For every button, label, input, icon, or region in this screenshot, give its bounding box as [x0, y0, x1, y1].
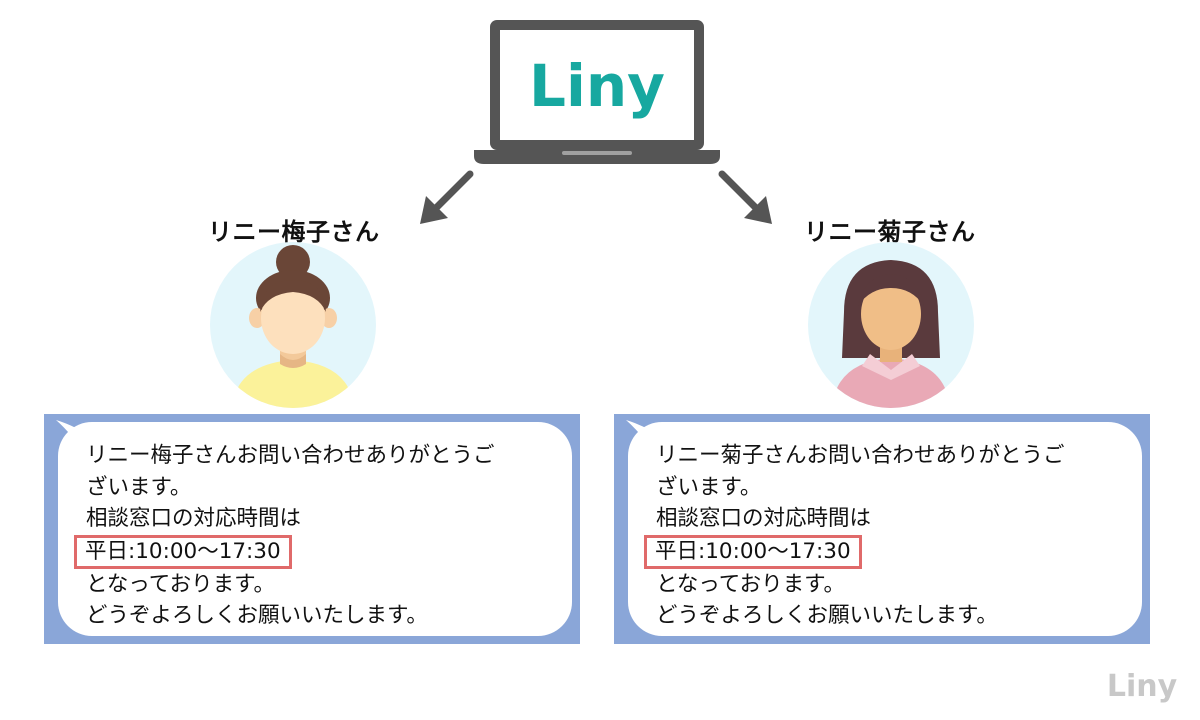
- bubble-tail-icon: [626, 420, 666, 456]
- message-bubble-umeko: リニー梅子さんお問い合わせありがとうご ざいます。 相談窓口の対応時間は 平日:…: [56, 420, 572, 636]
- arrow-down-right-icon: [718, 170, 772, 224]
- message-text: リニー菊子さんお問い合わせありがとうご ざいます。 相談窓口の対応時間は 平日:…: [644, 440, 1122, 632]
- avatar-umeko: [210, 242, 376, 408]
- message-bubble-kikuko: リニー菊子さんお問い合わせありがとうご ざいます。 相談窓口の対応時間は 平日:…: [626, 420, 1142, 636]
- message-line: どうぞよろしくお願いいたします。: [656, 603, 998, 629]
- message-line: となっております。: [656, 571, 845, 597]
- svg-text:Liny: Liny: [1107, 669, 1178, 704]
- laptop-brand-logo: Liny: [529, 52, 665, 120]
- arrow-down-left-icon: [420, 170, 474, 224]
- chat-panel-umeko: リニー梅子さんお問い合わせありがとうご ざいます。 相談窓口の対応時間は 平日:…: [44, 414, 580, 644]
- person-name-kikuko: リニー菊子さん: [804, 218, 976, 246]
- message-line: リニー梅子さんお問い合わせありがとうご: [86, 443, 495, 468]
- message-text: リニー梅子さんお問い合わせありがとうご ざいます。 相談窓口の対応時間は 平日:…: [74, 440, 552, 632]
- laptop-icon: Liny: [474, 20, 720, 164]
- bubble-tail-icon: [56, 420, 96, 456]
- person-name-umeko: リニー梅子さん: [208, 218, 380, 246]
- liny-watermark-logo: Liny: [1107, 669, 1178, 704]
- message-line: となっております。: [86, 571, 275, 597]
- message-line: ざいます。: [86, 474, 192, 500]
- message-line: 相談窓口の対応時間は: [86, 506, 302, 532]
- highlighted-business-hours: 平日:10:00～17:30: [74, 534, 292, 569]
- message-line: リニー菊子さんお問い合わせありがとうご: [656, 443, 1065, 468]
- message-line: どうぞよろしくお願いいたします。: [86, 603, 428, 629]
- message-line: 相談窓口の対応時間は: [656, 506, 872, 532]
- avatar-kikuko: [808, 242, 974, 408]
- highlighted-business-hours: 平日:10:00～17:30: [644, 534, 862, 569]
- message-line: ざいます。: [656, 474, 762, 500]
- chat-panel-kikuko: リニー菊子さんお問い合わせありがとうご ざいます。 相談窓口の対応時間は 平日:…: [614, 414, 1150, 644]
